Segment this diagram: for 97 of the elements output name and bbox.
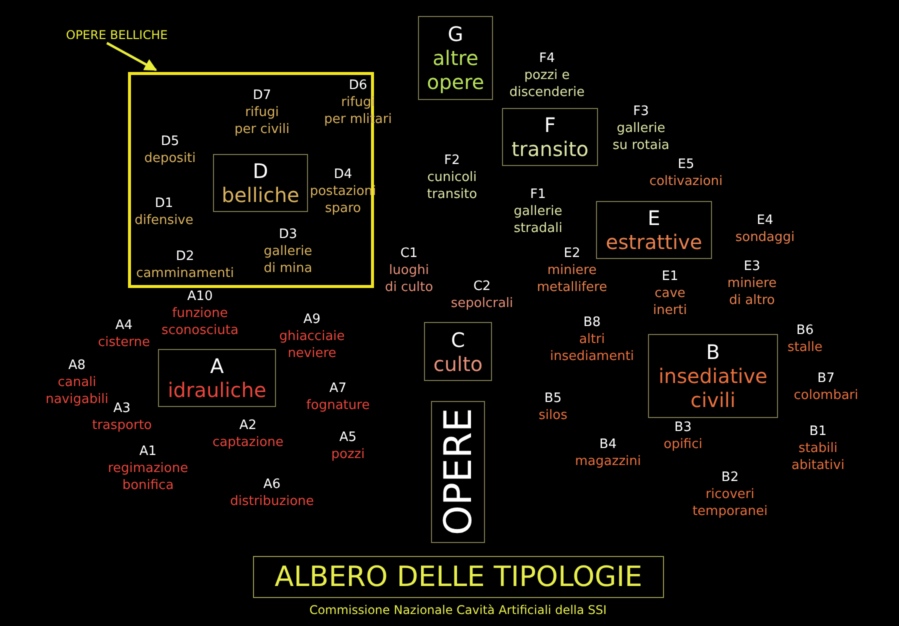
category-letter: B xyxy=(706,340,720,364)
root-label: OPERE xyxy=(438,408,478,536)
item-code: C1 xyxy=(400,245,418,262)
item-name: stabili abitativi xyxy=(792,440,844,474)
item-code: E2 xyxy=(564,245,580,262)
item-name: miniere metallifere xyxy=(536,262,608,296)
item-code: B3 xyxy=(674,419,692,436)
item-name: gallerie stradali xyxy=(514,203,562,237)
category-letter: F xyxy=(544,113,556,137)
category-letter: E xyxy=(648,206,660,230)
category-box xyxy=(502,108,598,166)
item-code: A3 xyxy=(113,400,131,417)
item-name: luoghi di culto xyxy=(384,262,434,296)
item-name: ghiacciaie neviere xyxy=(279,328,345,362)
item-name: canali navigabili xyxy=(46,374,108,408)
category-box xyxy=(418,16,493,100)
item-code: A9 xyxy=(303,311,321,328)
category-name: altre opere xyxy=(426,46,486,94)
category-name: insediative civili xyxy=(657,364,768,412)
item-code: F3 xyxy=(633,103,649,120)
category-name: transito xyxy=(511,137,589,161)
category-name: estrattive xyxy=(606,230,702,254)
item-name: distribuzione xyxy=(230,493,314,510)
category-name: belliche xyxy=(222,183,300,207)
category-box xyxy=(424,322,492,381)
item-name: pozzi e discenderie xyxy=(509,67,585,101)
category-name: culto xyxy=(433,352,483,376)
item-name: depositi xyxy=(144,150,196,167)
item-code: B1 xyxy=(809,423,827,440)
item-name: cunicoli transito xyxy=(426,169,478,203)
category-box xyxy=(596,201,712,259)
item-name: funzione sconosciuta xyxy=(162,305,238,339)
item-code: B6 xyxy=(796,322,814,339)
item-name: ricoveri temporanei xyxy=(692,486,768,520)
item-name: coltivazioni xyxy=(649,173,723,190)
item-code: A5 xyxy=(339,429,357,446)
item-code: D5 xyxy=(160,133,180,150)
item-code: B7 xyxy=(817,370,835,387)
item-code: F1 xyxy=(530,186,546,203)
item-name: rifugi per civili xyxy=(234,104,290,138)
item-name: colombari xyxy=(794,387,858,404)
item-name: gallerie di mina xyxy=(264,243,312,277)
category-box xyxy=(648,334,778,418)
callout-text: OPERE BELLICHE xyxy=(66,28,168,42)
root-box xyxy=(431,401,485,543)
category-letter: A xyxy=(210,354,224,378)
item-code: A1 xyxy=(139,443,157,460)
title-banner: ALBERO DELLE TIPOLOGIE xyxy=(253,556,664,598)
item-code: D2 xyxy=(176,248,194,265)
category-letter: G xyxy=(448,22,464,46)
item-code: A8 xyxy=(68,357,86,374)
caption: Commissione Nazionale Cavità Artificiali della SSI xyxy=(309,603,607,617)
item-code: E1 xyxy=(662,268,678,285)
category-box xyxy=(158,349,276,407)
item-code: F2 xyxy=(444,152,460,169)
item-code: D6 xyxy=(348,77,368,94)
item-name: regimazione bonifica xyxy=(108,460,188,494)
item-code: F4 xyxy=(539,50,555,67)
arrow xyxy=(106,42,158,72)
category-box xyxy=(213,154,308,212)
item-name: camminamenti xyxy=(136,265,234,282)
item-name: magazzini xyxy=(575,453,641,470)
item-code: A4 xyxy=(115,317,133,334)
item-code: A2 xyxy=(239,417,257,434)
item-name: miniere di altro xyxy=(727,275,777,309)
item-code: B8 xyxy=(583,314,601,331)
item-name: sepolcrali xyxy=(450,295,514,312)
item-name: pozzi xyxy=(331,446,365,463)
item-name: cisterne xyxy=(98,334,150,351)
item-name: opifici xyxy=(664,436,702,453)
item-name: fognature xyxy=(306,397,370,414)
item-code: A7 xyxy=(329,380,347,397)
category-letter: C xyxy=(451,328,465,352)
item-name: difensive xyxy=(134,212,194,229)
item-name: altri insediamenti xyxy=(550,331,634,365)
item-name: stalle xyxy=(787,339,823,356)
item-code: D1 xyxy=(154,195,174,212)
item-name: captazione xyxy=(212,434,284,451)
item-code: D4 xyxy=(334,166,352,183)
item-code: D7 xyxy=(252,87,272,104)
item-code: D3 xyxy=(278,226,298,243)
item-name: cave inerti xyxy=(653,285,687,319)
item-code: E5 xyxy=(678,156,694,173)
item-code: E4 xyxy=(756,212,774,229)
item-code: A6 xyxy=(263,476,281,493)
item-name: gallerie su rotaia xyxy=(612,120,670,154)
category-letter: D xyxy=(252,159,268,183)
item-name: sondaggi xyxy=(735,229,795,246)
item-code: B2 xyxy=(721,469,739,486)
item-name: silos xyxy=(538,407,568,424)
category-name: idrauliche xyxy=(168,378,266,402)
item-code: B5 xyxy=(544,390,562,407)
item-code: B4 xyxy=(599,436,617,453)
item-code: A10 xyxy=(187,288,213,305)
item-code: E3 xyxy=(744,258,760,275)
item-name: trasporto xyxy=(92,417,152,434)
item-code: C2 xyxy=(473,278,491,295)
